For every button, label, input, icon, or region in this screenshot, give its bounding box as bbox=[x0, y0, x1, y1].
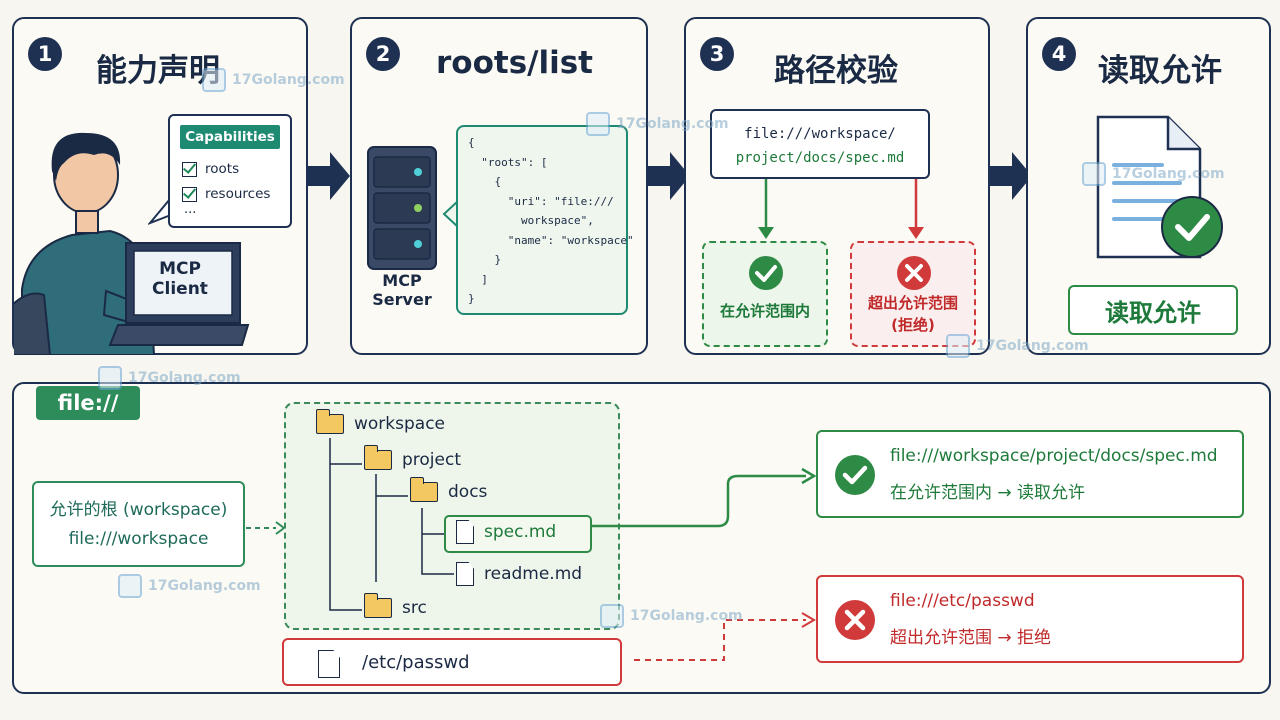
step-title: 路径校验 bbox=[774, 53, 898, 89]
capability-label: resources bbox=[205, 186, 271, 202]
arrow-right-icon bbox=[990, 152, 1032, 200]
json-line: { bbox=[468, 136, 475, 149]
person-at-laptop-illustration bbox=[14, 132, 250, 355]
allowed-root-uri: file:///workspace bbox=[68, 529, 209, 549]
in-range-result: 在允许范围内 bbox=[702, 241, 828, 347]
json-line: { bbox=[468, 175, 502, 188]
x-circle-icon bbox=[897, 256, 931, 290]
read-allowed-badge: 读取允许 bbox=[1068, 285, 1238, 335]
json-line: } bbox=[468, 253, 502, 266]
tree-node-project: project bbox=[363, 445, 462, 470]
capability-item-roots: roots bbox=[182, 161, 239, 177]
tree-node-workspace: workspace bbox=[315, 409, 446, 434]
validation-branch-arrows bbox=[758, 179, 924, 239]
folder-icon bbox=[363, 445, 392, 470]
json-line: } bbox=[468, 292, 475, 305]
tree-node-src: src bbox=[363, 593, 427, 618]
file-scheme-tag: file:// bbox=[36, 386, 140, 420]
step-number-badge: 3 bbox=[700, 37, 734, 71]
root-to-tree-arrow bbox=[246, 521, 286, 535]
step-panel-roots-list: 2 roots/list MCP Server { "roots": [ { "… bbox=[350, 17, 648, 355]
tree-node-label: src bbox=[402, 598, 427, 618]
tree-node-docs: docs bbox=[409, 477, 488, 502]
requested-path-box: file:///workspace/ project/docs/spec.md bbox=[710, 109, 930, 179]
folder-icon bbox=[363, 593, 392, 618]
step-panel-capabilities: 1 能力声明 MCP Client Capabilities roots res… bbox=[12, 17, 308, 355]
checkbox-checked-icon bbox=[182, 161, 197, 177]
json-line: ] bbox=[468, 272, 488, 286]
capability-item-resources: resources bbox=[182, 186, 270, 202]
check-circle-icon bbox=[749, 256, 783, 290]
laptop-label-line2: Client bbox=[152, 279, 208, 299]
spec-result-path: file:///workspace/project/docs/spec.md bbox=[890, 446, 1218, 466]
laptop-screen-label: MCP Client bbox=[150, 259, 210, 299]
server-icon bbox=[367, 146, 437, 270]
result-connector-arrows bbox=[590, 467, 817, 661]
requested-path-line2: project/docs/spec.md bbox=[735, 150, 905, 166]
folder-icon bbox=[409, 477, 438, 502]
passwd-file-box: /etc/passwd bbox=[282, 638, 622, 686]
json-line: workspace", bbox=[468, 214, 594, 227]
file-icon bbox=[456, 562, 474, 586]
x-circle-icon bbox=[835, 600, 875, 640]
document-approved-icon bbox=[1096, 115, 1223, 259]
json-line: "uri": "file:/// bbox=[468, 194, 614, 208]
step-title: 读取允许 bbox=[1098, 53, 1222, 89]
step-number-badge: 1 bbox=[28, 37, 62, 71]
file-scheme-example-panel: file:// 允许的根 (workspace) file:///workspa… bbox=[12, 382, 1271, 694]
allowed-root-label: 允许的根 (workspace) bbox=[49, 500, 228, 520]
allowed-root-box: 允许的根 (workspace) file:///workspace bbox=[32, 481, 245, 567]
out-of-range-label-line2: (拒绝) bbox=[891, 316, 935, 334]
passwd-result-path: file:///etc/passwd bbox=[890, 591, 1035, 611]
step-panel-path-validation: 3 路径校验 file:///workspace/ project/docs/s… bbox=[684, 17, 990, 355]
tree-node-label: spec.md bbox=[484, 522, 557, 542]
tree-node-readme: readme.md bbox=[456, 562, 582, 586]
out-of-range-label-line1: 超出允许范围 bbox=[867, 294, 958, 312]
step-title: 能力声明 bbox=[96, 53, 220, 89]
file-icon bbox=[456, 520, 474, 544]
step-panel-read-allowed: 4 读取允许 读取允许 bbox=[1026, 17, 1271, 355]
server-label-line1: MCP bbox=[382, 271, 422, 290]
tree-node-label: readme.md bbox=[484, 564, 583, 584]
passwd-result-verdict: 超出允许范围 → 拒绝 bbox=[890, 628, 1052, 648]
in-range-label: 在允许范围内 bbox=[719, 302, 810, 320]
tree-node-label: docs bbox=[448, 482, 488, 502]
check-circle-icon bbox=[835, 455, 875, 495]
arrow-right-icon bbox=[308, 152, 350, 200]
json-line: "name": "workspace" bbox=[468, 233, 634, 247]
roots-json-response: { "roots": [ { "uri": "file:/// workspac… bbox=[456, 125, 634, 315]
checkbox-checked-icon bbox=[182, 186, 197, 202]
capabilities-header: Capabilities bbox=[180, 125, 280, 149]
passwd-path-label: /etc/passwd bbox=[362, 652, 470, 673]
spec-result-verdict: 在允许范围内 → 读取允许 bbox=[890, 483, 1086, 503]
capabilities-bubble: Capabilities roots resources ... bbox=[168, 114, 292, 228]
capability-label: roots bbox=[205, 161, 240, 177]
passwd-denied-result: file:///etc/passwd 超出允许范围 → 拒绝 bbox=[816, 575, 1244, 663]
tree-node-spec: spec.md bbox=[456, 520, 556, 544]
workspace-tree: workspace project docs spec.md readme.md… bbox=[284, 402, 620, 630]
tree-node-label: workspace bbox=[354, 414, 446, 434]
step-number-badge: 4 bbox=[1042, 37, 1076, 71]
requested-path-line1: file:///workspace/ bbox=[744, 126, 896, 142]
json-line: "roots": [ bbox=[468, 155, 548, 169]
spec-allowed-result: file:///workspace/project/docs/spec.md 在… bbox=[816, 430, 1244, 518]
step-title: roots/list bbox=[436, 45, 593, 81]
capabilities-more: ... bbox=[184, 202, 197, 217]
out-of-range-result: 超出允许范围 (拒绝) bbox=[850, 241, 976, 347]
step-number-badge: 2 bbox=[366, 37, 400, 71]
tree-connectors bbox=[329, 438, 454, 611]
server-label: MCP Server bbox=[372, 271, 432, 309]
file-icon bbox=[318, 650, 340, 678]
arrow-right-icon bbox=[648, 152, 690, 200]
server-label-line2: Server bbox=[372, 290, 432, 309]
laptop-label-line1: MCP bbox=[159, 259, 201, 279]
tree-node-label: project bbox=[402, 450, 462, 470]
folder-icon bbox=[315, 409, 344, 434]
